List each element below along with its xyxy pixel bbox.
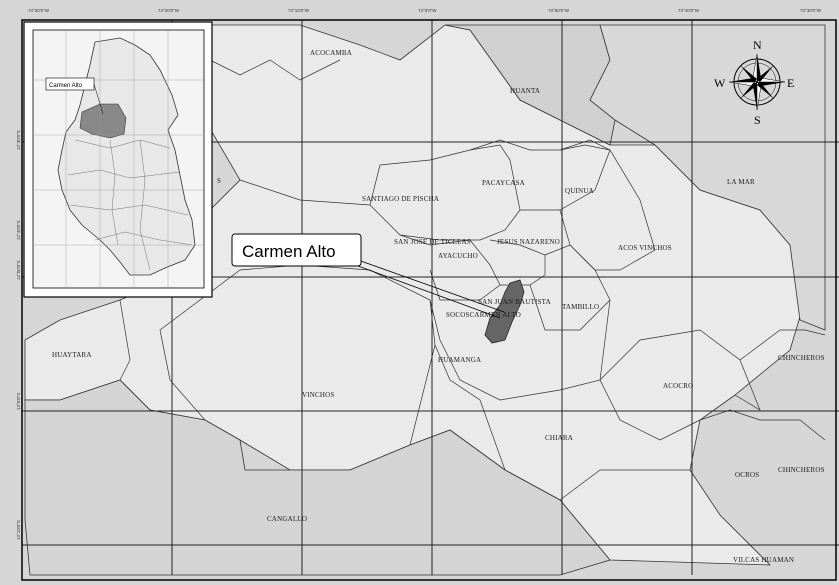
region-la-mar bbox=[589, 24, 826, 331]
compass-rose: N S E W bbox=[714, 38, 794, 127]
district-label-pacaycasa: PACAYCASA bbox=[482, 179, 525, 187]
callout-label: Carmen Alto bbox=[242, 242, 336, 261]
district-label-jesus-nazareno: JESUS NAZARENO bbox=[497, 238, 560, 246]
left-tick-label: 12°30'0"S bbox=[16, 130, 21, 150]
top-tick-label: 74°20'0"W bbox=[158, 8, 180, 13]
district-label-huamanga: HUAMANGA bbox=[438, 356, 481, 364]
district-label-san-juan-bautista: SAN JUAN BAUTISTA bbox=[478, 298, 551, 306]
district-label-ayacucho: AYACUCHO bbox=[438, 252, 478, 260]
district-label-chiara: CHIARA bbox=[545, 434, 573, 442]
district-label-quinua: QUINUA bbox=[565, 187, 594, 195]
map-frame bbox=[21, 19, 837, 581]
compass-n: N bbox=[753, 38, 762, 52]
top-tick-label: 73°40'0"W bbox=[678, 8, 700, 13]
compass-s: S bbox=[754, 113, 761, 127]
district-label-acocro: ACOCRO bbox=[663, 382, 693, 390]
district-label-ocros: OCROS bbox=[735, 471, 759, 479]
district-label-vilcas-huaman: VILCAS HUAMAN bbox=[733, 556, 794, 564]
district-label-la-mar: LA MAR bbox=[727, 178, 755, 186]
district-labels: ACOCAMBA HUANTA LA MAR PACAYCASA QUINUA … bbox=[52, 49, 825, 564]
district-label-cangallo: CANGALLO bbox=[267, 515, 307, 523]
district-label-chincheros-2: CHINCHEROS bbox=[778, 466, 825, 474]
district-label-acos-vinchos: ACOS VINCHOS bbox=[618, 244, 672, 252]
top-tick-label: 74°0'0"W bbox=[418, 8, 437, 13]
compass-w: W bbox=[714, 76, 726, 90]
top-tick-labels: 74°30'0"W 74°20'0"W 74°10'0"W 74°0'0"W 7… bbox=[28, 8, 822, 13]
callout-leader bbox=[357, 259, 505, 319]
district-label-vinchos: VINCHOS bbox=[302, 391, 335, 399]
district-label-acocamba: ACOCAMBA bbox=[310, 49, 352, 57]
district-borders bbox=[119, 59, 826, 501]
left-tick-label: 13°0'0"S bbox=[16, 393, 21, 410]
carmen-alto-highlight bbox=[484, 279, 525, 344]
district-label-huaytara: HUAYTARA bbox=[52, 351, 92, 359]
left-tick-label: 12°50'0"S bbox=[16, 260, 21, 280]
inset-label: Carmen Alto bbox=[49, 83, 83, 89]
district-label-santiago-de-pischa: SANTIAGO DE PISCHA bbox=[362, 195, 439, 203]
district-label-socos-carmen-alto: SOCOSCARMEN ALTO bbox=[446, 311, 521, 319]
inset-map: Carmen Alto bbox=[23, 21, 213, 298]
region-cangallo-west bbox=[24, 379, 611, 576]
district-label-s-fragment: S bbox=[217, 177, 221, 185]
district-label-tambillo: TAMBILLO bbox=[562, 303, 599, 311]
top-tick-label: 73°30'0"W bbox=[800, 8, 822, 13]
left-tick-label: 12°40'0"S bbox=[16, 220, 21, 240]
top-tick-label: 74°10'0"W bbox=[288, 8, 310, 13]
left-tick-labels: 12°30'0"S 12°40'0"S 12°50'0"S 13°0'0"S 1… bbox=[16, 130, 21, 540]
district-label-san-jose-de-ticllas: SAN JOSE DE TICLLAS bbox=[394, 238, 471, 246]
top-tick-label: 73°50'0"W bbox=[548, 8, 570, 13]
inset-carmen-alto bbox=[79, 103, 127, 139]
district-label-chincheros-1: CHINCHEROS bbox=[778, 354, 825, 362]
callout-box: Carmen Alto bbox=[231, 233, 362, 267]
district-label-huanta: HUANTA bbox=[510, 87, 540, 95]
compass-e: E bbox=[787, 76, 794, 90]
left-tick-label: 13°10'0"S bbox=[16, 520, 21, 540]
top-tick-label: 74°30'0"W bbox=[28, 8, 50, 13]
